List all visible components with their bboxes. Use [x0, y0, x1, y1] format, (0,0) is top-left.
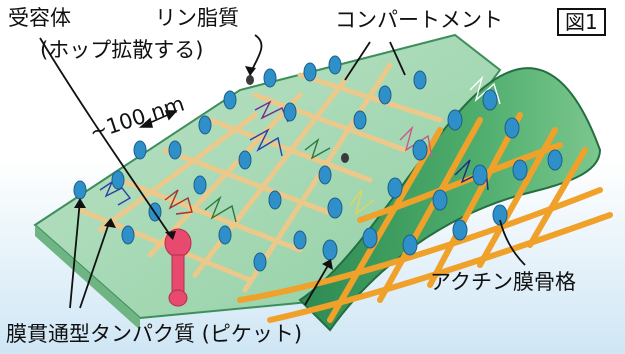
curled-membrane [298, 67, 602, 332]
actin-network [237, 112, 613, 323]
figure-number: 図1 [557, 8, 606, 36]
fence-grid [77, 62, 443, 293]
lipid-label: リン脂質 [155, 6, 239, 30]
scale-arrow [138, 110, 178, 128]
actin-label: アクチン膜骨格 [430, 270, 576, 294]
proteins [73, 55, 563, 272]
compartment-label: コンパートメント [335, 8, 503, 32]
membrane-edge [35, 225, 140, 330]
hop-diffusion-label: (ホップ拡散する) [40, 38, 204, 62]
receptor-label: 受容体 [8, 6, 71, 30]
picket-label: 膜貫通型タンパク質 (ピケット) [6, 322, 303, 346]
pointer-lines [39, 34, 526, 309]
lipids [246, 75, 349, 163]
pointer-heads [74, 66, 333, 270]
